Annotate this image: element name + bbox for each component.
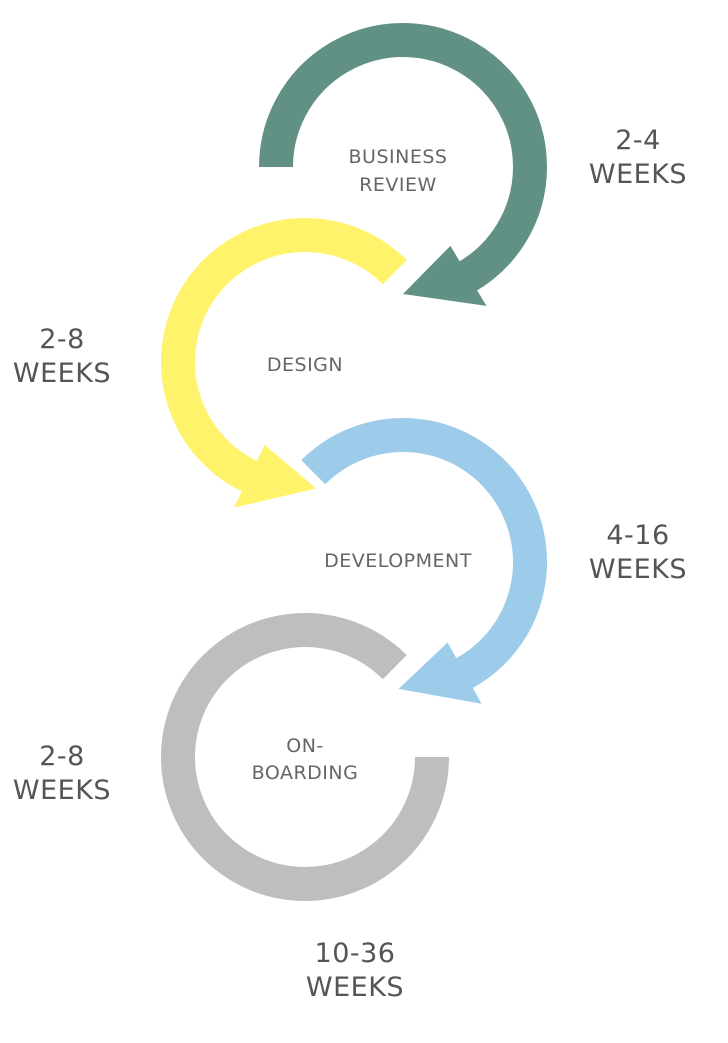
ring-arc-onboarding <box>161 613 449 901</box>
duration-unit: WEEKS <box>305 972 405 1003</box>
ring-arc-business-review <box>259 23 547 292</box>
ring-arc-design <box>161 218 407 493</box>
arrowhead-icon <box>403 245 487 306</box>
stage-label-development: DEVELOPMENT <box>324 550 472 572</box>
duration-unit: WEEKS <box>12 358 112 389</box>
duration-unit: WEEKS <box>588 554 688 585</box>
duration-value: 10-36 <box>314 938 396 969</box>
duration-unit: WEEKS <box>588 159 688 190</box>
ring-arc-development <box>301 418 547 690</box>
stage-label-onboarding: ON-BOARDING <box>252 735 359 784</box>
duration-value: 4-16 <box>606 520 670 551</box>
duration-value: 2-8 <box>39 324 85 355</box>
duration-development: 4-16 WEEKS <box>568 519 708 587</box>
arrowhead-icon <box>233 444 317 508</box>
duration-onboarding: 2-8 WEEKS <box>0 740 132 808</box>
arrowhead-icon <box>398 642 482 704</box>
duration-value: 2-4 <box>615 125 661 156</box>
duration-unit: WEEKS <box>12 775 112 806</box>
stage-label-design: DESIGN <box>267 354 343 376</box>
duration-design: 2-8 WEEKS <box>0 323 132 391</box>
duration-value: 2-8 <box>39 741 85 772</box>
duration-total: 10-36 WEEKS <box>285 937 425 1005</box>
duration-business-review: 2-4 WEEKS <box>568 124 708 192</box>
